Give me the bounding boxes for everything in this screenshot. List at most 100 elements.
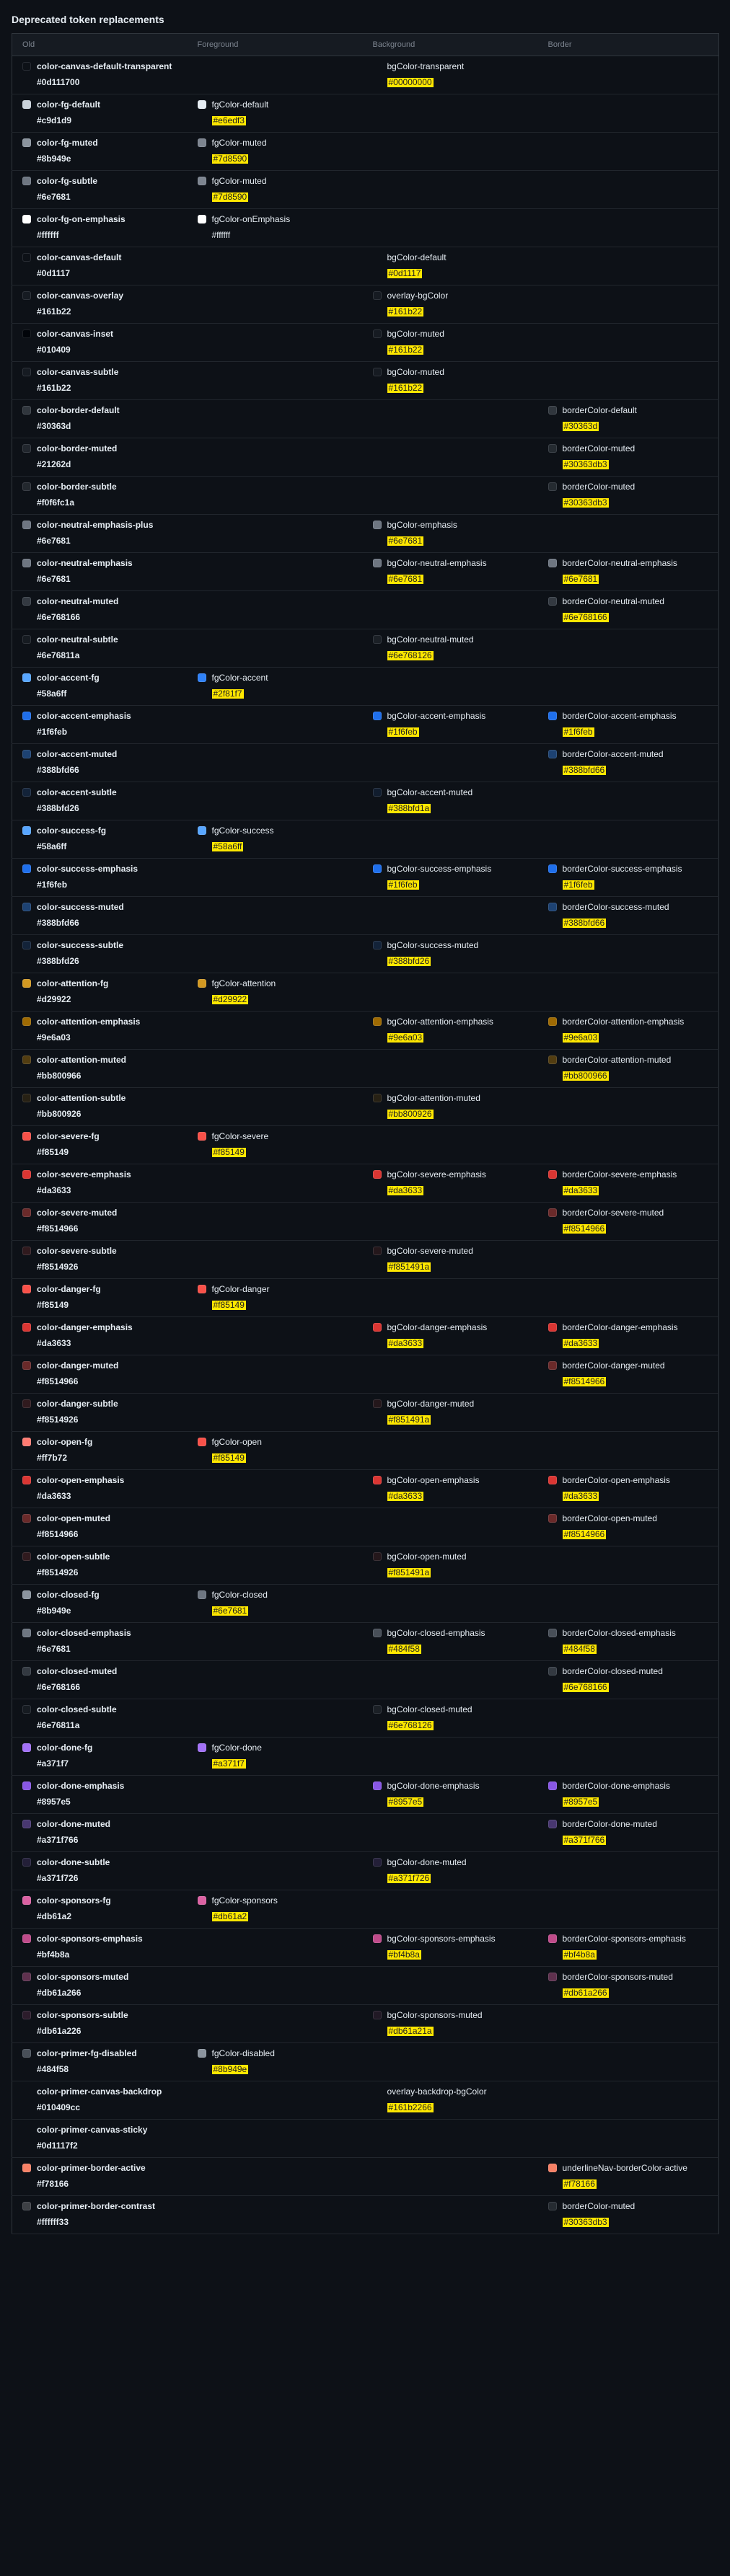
- token-line: borderColor-default: [548, 405, 719, 415]
- cell-border: [537, 1851, 719, 1890]
- color-swatch: [372, 1170, 382, 1179]
- cell-border: borderColor-done-muted#a371f766: [537, 1813, 719, 1852]
- color-swatch: [548, 1323, 557, 1332]
- cell-fg: fgColor-done#a371f7: [187, 1737, 363, 1776]
- cell-old: color-primer-border-contrast#ffffff33: [12, 2195, 188, 2234]
- token-name: color-attention-fg: [37, 978, 109, 988]
- color-swatch: [22, 1552, 31, 1561]
- cell-bg: bgColor-danger-muted #f851491a: [362, 1393, 538, 1432]
- token-name: bgColor-danger-emphasis: [387, 1322, 488, 1332]
- token-name: color-accent-muted: [37, 749, 118, 759]
- token-name: borderColor-done-muted: [562, 1819, 657, 1829]
- token-line: color-done-fg: [22, 1743, 188, 1753]
- token-name: color-danger-emphasis: [37, 1322, 133, 1332]
- token-name: fgColor-severe: [211, 1131, 269, 1141]
- token-line: fgColor-sponsors: [197, 1895, 363, 1906]
- cell-fg: [187, 1851, 363, 1890]
- cell-bg: bgColor-emphasis#6e7681: [362, 514, 538, 553]
- cell-bg: bgColor-success-muted#388bfd26: [362, 934, 538, 973]
- token-value: #58a6ff: [37, 841, 67, 851]
- cell-old: color-primer-fg-disabled#484f58: [12, 2042, 188, 2081]
- color-swatch: [22, 1858, 31, 1867]
- token-line: borderColor-success-muted: [548, 902, 719, 912]
- cell-fg: [187, 514, 363, 553]
- cell-bg: bgColor-closed-emphasis#484f58: [362, 1622, 538, 1661]
- token-line: color-canvas-default: [22, 252, 188, 262]
- token-value: #30363d: [562, 421, 599, 431]
- cell-border: [537, 514, 719, 553]
- color-swatch: [372, 1399, 382, 1408]
- token-name: bgColor-closed-emphasis: [387, 1628, 485, 1638]
- token-line: fgColor-disabled: [197, 2048, 363, 2058]
- token-line: color-attention-subtle: [22, 1093, 188, 1103]
- token-value: #9e6a03: [387, 1032, 424, 1043]
- cell-old: color-canvas-subtle #161b22: [12, 361, 188, 400]
- color-swatch: [197, 1132, 206, 1141]
- token-value: #c9d1d9: [37, 115, 72, 125]
- color-swatch: [22, 559, 31, 567]
- cell-old: color-sponsors-fg#db61a2: [12, 1890, 188, 1929]
- cell-old: color-sponsors-emphasis#bf4b8a: [12, 1928, 188, 1967]
- cell-old: color-danger-muted#f8514966: [12, 1355, 188, 1394]
- token-value: #6e768166: [562, 1682, 609, 1692]
- token-value: #db61a21a: [387, 2026, 434, 2036]
- token-line: borderColor-done-emphasis: [548, 1781, 719, 1791]
- token-value: #161b22: [37, 383, 71, 393]
- cell-bg: [362, 1660, 538, 1699]
- cell-fg: [187, 1469, 363, 1508]
- token-name: borderColor-accent-emphasis: [562, 711, 677, 721]
- color-swatch: [372, 1858, 382, 1867]
- token-line: color-accent-fg: [22, 673, 188, 683]
- token-line: borderColor-muted: [548, 443, 719, 453]
- cell-border: borderColor-sponsors-emphasis#bf4b8a: [537, 1928, 719, 1967]
- cell-border: [537, 667, 719, 706]
- cell-old: color-fg-muted#8b949e: [12, 132, 188, 171]
- cell-border: borderColor-muted#30363db3: [537, 438, 719, 477]
- color-swatch: [22, 1896, 31, 1905]
- cell-fg: fgColor-severe#f85149: [187, 1125, 363, 1164]
- token-value: #bf4b8a: [387, 1949, 421, 1960]
- token-value: #6e768166: [37, 1682, 81, 1692]
- cell-fg: [187, 2119, 363, 2158]
- cell-border: borderColor-success-muted#388bfd66: [537, 896, 719, 935]
- token-line: color-sponsors-subtle: [22, 2010, 188, 2020]
- cell-border: borderColor-done-emphasis#8957e5: [537, 1775, 719, 1814]
- cell-old: color-severe-subtle#f8514926: [12, 1240, 188, 1279]
- color-swatch: [548, 597, 557, 606]
- color-swatch: [372, 1247, 382, 1255]
- color-swatch: [22, 406, 31, 415]
- token-value: #f8514966: [562, 1223, 607, 1234]
- token-line: fgColor-severe: [197, 1131, 363, 1141]
- token-name: color-danger-subtle: [37, 1399, 118, 1409]
- token-line: borderColor-neutral-emphasis: [548, 558, 719, 568]
- cell-border: borderColor-open-emphasis#da3633: [537, 1469, 719, 1508]
- token-value: #f851491a: [387, 1415, 431, 1425]
- token-line: fgColor-muted: [197, 138, 363, 148]
- token-value: #30363db3: [562, 497, 609, 508]
- token-line: color-border-default: [22, 405, 188, 415]
- token-name: bgColor-danger-muted: [387, 1399, 475, 1409]
- token-line: bgColor-success-emphasis: [372, 864, 538, 874]
- cell-fg: [187, 934, 363, 973]
- cell-border: [537, 973, 719, 1012]
- token-name: color-canvas-subtle: [37, 367, 119, 377]
- token-line: bgColor-default: [373, 252, 538, 262]
- token-name: color-sponsors-emphasis: [37, 1934, 143, 1944]
- token-line: fgColor-accent: [197, 673, 363, 683]
- token-name: color-done-subtle: [37, 1857, 110, 1867]
- token-name: bgColor-emphasis: [387, 520, 457, 530]
- token-line: borderColor-muted: [548, 2201, 719, 2211]
- cell-bg: [362, 1508, 538, 1546]
- cell-border: borderColor-sponsors-muted#db61a266: [537, 1966, 719, 2005]
- token-name: color-success-emphasis: [37, 864, 138, 874]
- column-header-border: Border: [537, 33, 719, 56]
- token-name: color-primer-canvas-backdrop: [37, 2086, 162, 2097]
